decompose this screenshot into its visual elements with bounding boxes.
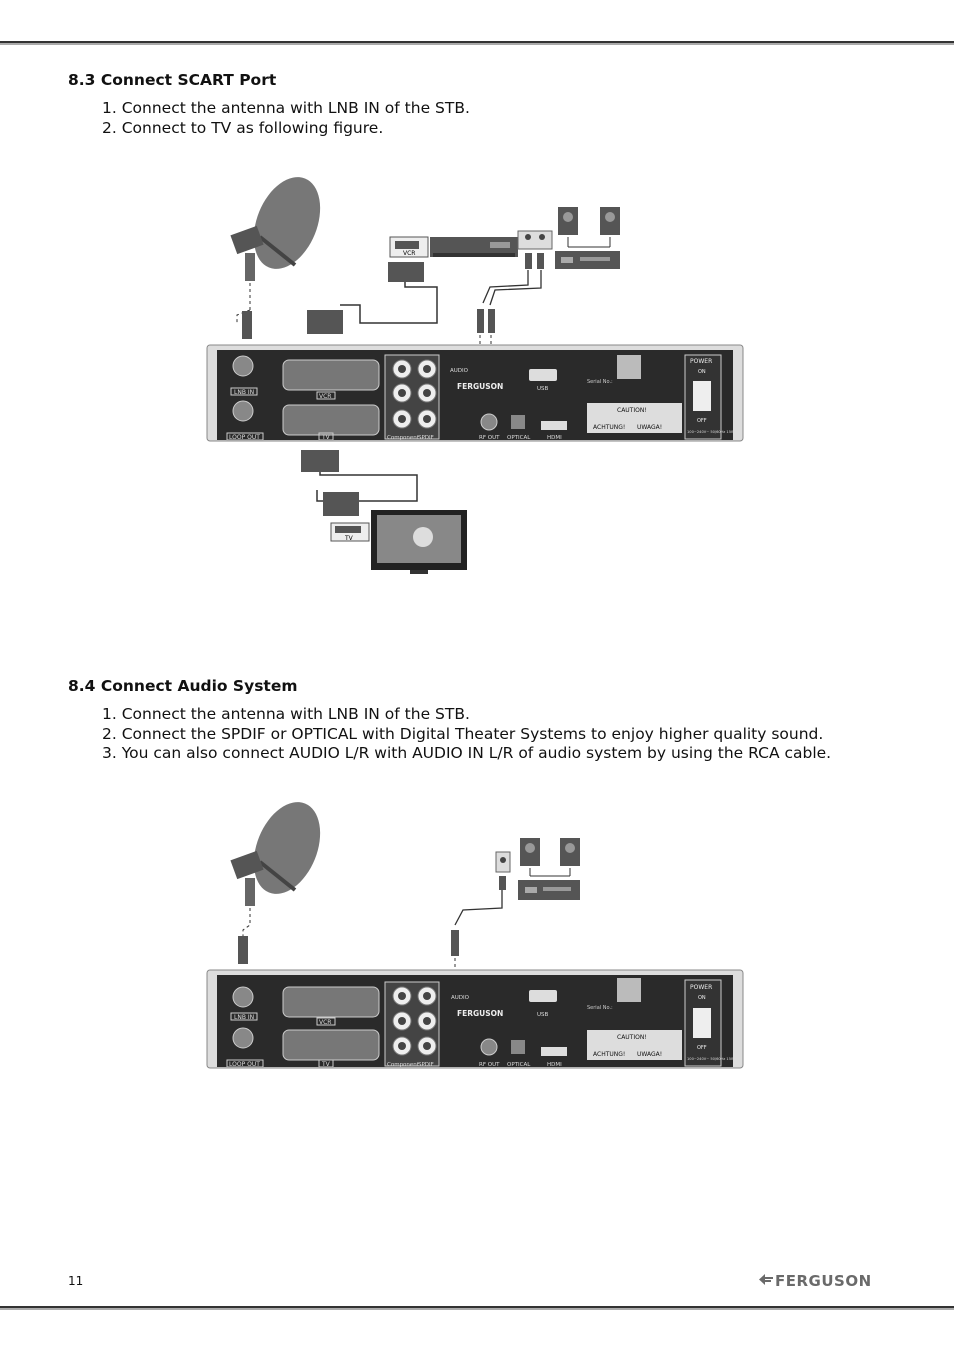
top-rule (0, 41, 954, 43)
on-label: ON (698, 995, 706, 1001)
section-title-audio: 8.4 Connect Audio System (68, 677, 298, 695)
rating-label: 100~240V~ 50/60Hz 15Wmax (687, 430, 743, 434)
hdmi-label: HDMI (547, 435, 562, 441)
section-title-scart: 8.3 Connect SCART Port (68, 71, 277, 89)
off-label: OFF (697, 418, 707, 424)
uwaga-label: UWAGA! (637, 424, 662, 431)
spdif-label: SPDIF (418, 435, 434, 441)
stb-rear-panel: LNB IN LOOP OUT VCR TV Component SPDIF A… (206, 344, 744, 442)
vcr-icon: VCR (389, 236, 518, 258)
step-item: 2. Connect the SPDIF or OPTICAL with Dig… (102, 724, 824, 743)
ferguson-panel-logo: FERGUSON (457, 1009, 503, 1018)
usb-label: USB (537, 1012, 549, 1018)
spdif-label: SPDIF (418, 1062, 434, 1068)
caution-label: CAUTION! (617, 1034, 647, 1041)
tv-port-label: TV (321, 434, 331, 441)
caution-label: CAUTION! (617, 407, 647, 414)
vcr-port-label: VCR (319, 1019, 331, 1026)
component-label: Component (387, 435, 420, 441)
usb-label: USB (537, 386, 549, 392)
achtung-label: ACHTUNG! (593, 424, 625, 431)
vcr-label: VCR (403, 250, 415, 257)
audio-label: AUDIO (451, 995, 470, 1001)
scart-plug-icon (388, 262, 424, 282)
loop-out-label: LOOP OUT (229, 1061, 260, 1068)
scart-plug-icon (307, 310, 343, 334)
scart-plug-icon (323, 492, 359, 516)
rf-out-label: RF OUT (479, 1062, 500, 1068)
loop-out-label: LOOP OUT (229, 434, 260, 441)
coax-plug-icon (238, 936, 248, 964)
steps-audio: 1. Connect the antenna with LNB IN of th… (102, 705, 831, 764)
satellite-dish-icon (230, 177, 321, 281)
tv-port-label: TV (321, 1061, 331, 1068)
ferguson-panel-logo: FERGUSON (457, 382, 503, 391)
hdmi-label: HDMI (547, 1062, 562, 1068)
scart-plug-icon (301, 450, 339, 472)
lnb-in-label: LNB IN (234, 389, 254, 396)
scart-connection-figure: VCR LNB IN LOOP OUT VCR (206, 177, 744, 574)
vcr-port-label: VCR (319, 393, 331, 400)
satellite-dish-icon (230, 802, 321, 906)
rf-out-label: RF OUT (479, 435, 500, 441)
coax-plug-icon (242, 311, 252, 339)
stb-rear-panel: LNB IN LOOP OUT VCR TV Component SPDIF A… (206, 969, 744, 1069)
power-label: POWER (690, 984, 712, 991)
optical-label: OPTICAL (507, 435, 531, 441)
off-label: OFF (697, 1045, 707, 1051)
audio-connection-figure: LNB IN LOOP OUT VCR TV Component SPDIF A… (206, 802, 744, 1069)
footer-brand-text: FERGUSON (775, 1272, 872, 1290)
audio-label: AUDIO (450, 368, 469, 374)
on-label: ON (698, 369, 706, 375)
serial-label: Serial No.: (587, 379, 613, 385)
tv-icon: TV (330, 510, 467, 574)
footer-brand: FERGUSON (758, 1272, 872, 1290)
serial-label: Serial No.: (587, 1005, 613, 1011)
audio-system-icon (495, 838, 580, 900)
lnb-in-label: LNB IN (234, 1014, 254, 1021)
bottom-rule (0, 1306, 954, 1308)
step-item: 1. Connect the antenna with LNB IN of th… (102, 705, 470, 723)
optical-label: OPTICAL (507, 1062, 531, 1068)
audio-system-icon (517, 207, 620, 269)
component-label: Component (387, 1062, 420, 1068)
step-item: 3. You can also connect AUDIO L/R with A… (102, 744, 832, 762)
page-number: 11 (68, 1274, 84, 1288)
rating-label: 100~240V~ 50/60Hz 15Wmax (687, 1057, 743, 1061)
uwaga-label: UWAGA! (637, 1051, 662, 1058)
power-label: POWER (690, 358, 712, 365)
achtung-label: ACHTUNG! (593, 1051, 625, 1058)
tv-device-label: TV (344, 535, 354, 542)
ferguson-logo-icon (758, 1272, 774, 1290)
step-item: 1. Connect the antenna with LNB IN of th… (102, 99, 470, 117)
step-item: 2. Connect to TV as following figure. (102, 118, 384, 137)
steps-scart: 1. Connect the antenna with LNB IN of th… (102, 99, 470, 138)
